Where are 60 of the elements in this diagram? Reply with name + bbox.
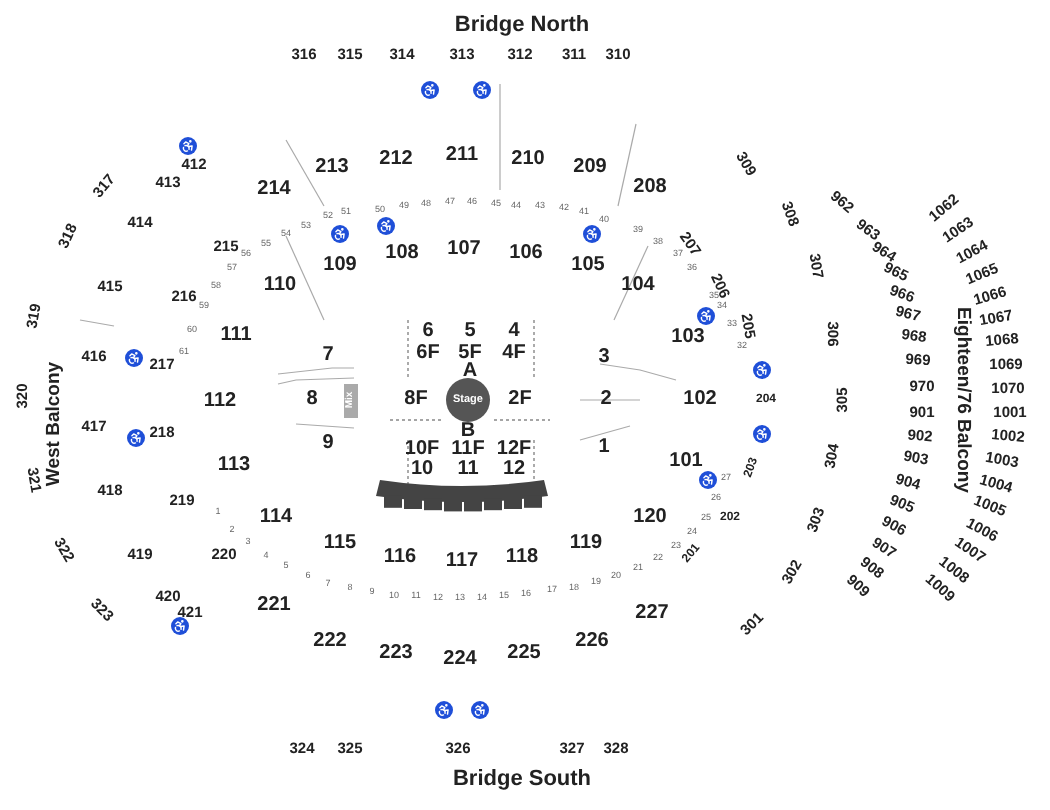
section-number: 101: [669, 452, 703, 472]
area-label: Eighteen/76 Balcony: [952, 307, 972, 493]
section-number: 222: [313, 632, 347, 652]
section-number: 9: [322, 434, 334, 454]
section-number: 1: [598, 438, 610, 458]
section-number: 111: [220, 326, 252, 346]
section-number: 214: [257, 180, 291, 200]
section-number: 5: [464, 322, 476, 342]
section-number: 102: [683, 390, 717, 410]
section-number: 114: [259, 508, 293, 528]
area-label: Bridge North: [454, 15, 590, 37]
section-number: 2F: [508, 390, 532, 410]
section-number: 10F: [404, 440, 440, 460]
section-number: 211: [445, 146, 479, 166]
section-number: 113: [217, 456, 251, 476]
section-number: 106: [509, 244, 543, 264]
section-number: 213: [315, 158, 349, 178]
section-number: 208: [633, 178, 667, 198]
section-number: 119: [569, 534, 603, 554]
section-number: 115: [323, 534, 357, 554]
section-number: 118: [505, 548, 539, 568]
section-number: 225: [507, 644, 541, 664]
section-number: 112: [203, 392, 237, 412]
section-number: 7: [322, 346, 334, 366]
section-number: 12F: [496, 440, 532, 460]
section-number: 117: [445, 552, 479, 572]
section-number: 212: [379, 150, 413, 170]
area-label: Bridge South: [452, 769, 592, 791]
section-number: 227: [635, 604, 669, 624]
section-number: 10: [410, 460, 434, 480]
section-number: 224: [443, 650, 477, 670]
section-number: 6F: [416, 344, 440, 364]
section-number: 8F: [404, 390, 428, 410]
section-number: 104: [621, 276, 655, 296]
section-number: 11: [457, 460, 479, 480]
section-number: 2: [600, 390, 612, 410]
section-number: 210: [511, 150, 545, 170]
area-label: West Balcony: [44, 361, 64, 487]
section-number: 110: [263, 276, 297, 296]
section-number: 103: [671, 328, 705, 348]
section-number: 209: [573, 158, 607, 178]
section-number: 4: [508, 322, 520, 342]
section-number: 8: [306, 390, 318, 410]
section-number: 221: [257, 596, 291, 616]
section-number: A: [462, 362, 478, 382]
section-number: 120: [633, 508, 667, 528]
section-number: 6: [422, 322, 434, 342]
section-number: 5F: [458, 344, 482, 364]
section-number: 105: [571, 256, 605, 276]
section-number: 109: [323, 256, 357, 276]
section-number: 107: [447, 240, 481, 260]
section-number: 226: [575, 632, 609, 652]
section-number: 108: [385, 244, 419, 264]
section-number: 4F: [502, 344, 526, 364]
section-number: B: [460, 422, 476, 442]
section-number: 223: [379, 644, 413, 664]
section-number: 116: [383, 548, 417, 568]
section-number: 11F: [451, 440, 485, 460]
section-number: 12: [502, 460, 526, 480]
section-number: 3: [598, 348, 610, 368]
